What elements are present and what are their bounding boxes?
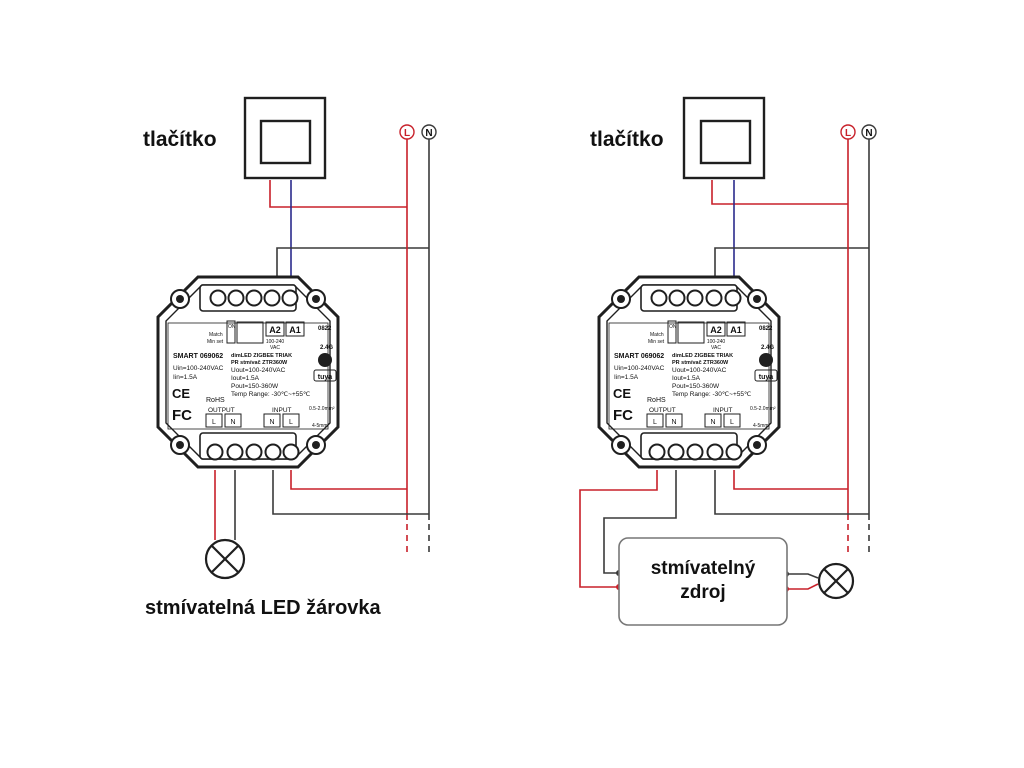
psu-label-line2: zdroj [680, 582, 725, 603]
left-live-marker: L [399, 124, 415, 140]
svg-text:Uout=100-240VAC: Uout=100-240VAC [672, 367, 727, 374]
right-lamp-wire-1 [786, 573, 819, 579]
svg-text:Pout=150-360W: Pout=150-360W [672, 383, 720, 390]
svg-text:INPUT: INPUT [713, 407, 733, 414]
left-bottom-terminals [206, 443, 300, 461]
svg-text:VAC: VAC [711, 345, 721, 351]
svg-text:tuya: tuya [318, 374, 333, 381]
svg-text:OUTPUT: OUTPUT [649, 407, 676, 414]
right-output-neutral-wire [603, 470, 677, 574]
svg-text:L: L [212, 419, 216, 426]
left-input-live-wire [290, 470, 407, 490]
right-bottom-terminals [648, 443, 743, 461]
svg-text:INPUT: INPUT [272, 407, 292, 414]
left-switch-live-wire [269, 180, 407, 208]
left-lamp-label: stmívatelná LED žárovka [145, 597, 382, 619]
svg-text:Iout=1.5A: Iout=1.5A [672, 375, 701, 382]
left-input-neutral-wire [272, 470, 429, 515]
svg-text:Match: Match [650, 332, 664, 338]
svg-text:CE: CE [172, 386, 190, 401]
svg-text:0.5-2.0mm²: 0.5-2.0mm² [309, 406, 335, 412]
svg-text:Pout=150-360W: Pout=150-360W [231, 383, 279, 390]
svg-text:Iout=1.5A: Iout=1.5A [231, 375, 260, 382]
left-button-label: tlačítko [143, 128, 217, 151]
svg-text:RoHS: RoHS [206, 397, 225, 404]
right-lamp-wire-2 [786, 583, 819, 590]
svg-text:PR stmívač ZTR360W: PR stmívač ZTR360W [672, 360, 729, 366]
svg-text:L: L [730, 419, 734, 426]
right-button-label: tlačítko [590, 128, 664, 151]
svg-text:L: L [404, 128, 410, 139]
svg-text:A1: A1 [730, 325, 742, 335]
svg-text:PR stmívač ZTR360W: PR stmívač ZTR360W [231, 360, 288, 366]
svg-text:N: N [710, 419, 715, 426]
svg-text:Uout=100-240VAC: Uout=100-240VAC [231, 367, 286, 374]
svg-text:L: L [289, 419, 293, 426]
svg-text:Min set: Min set [648, 339, 665, 345]
svg-text:OUTPUT: OUTPUT [208, 407, 235, 414]
svg-text:L: L [653, 419, 657, 426]
svg-text:SMART 069062: SMART 069062 [614, 353, 664, 360]
svg-text:0822: 0822 [318, 326, 332, 332]
left-diagram: L N tlačítko Match Min set [143, 96, 437, 619]
svg-text:4-5mm: 4-5mm [312, 423, 328, 429]
left-device-label: Match Min set ON A2 A1 100-240 VAC 0822 … [172, 320, 337, 429]
svg-text:Uin=100-240VAC: Uin=100-240VAC [173, 365, 224, 372]
left-neutral-top-wire [276, 247, 429, 285]
right-push-button [682, 96, 766, 180]
svg-text:2.4G: 2.4G [320, 345, 333, 351]
svg-text:Iin=1.5A: Iin=1.5A [614, 374, 639, 381]
right-input-neutral-wire [714, 470, 869, 515]
svg-text:FC: FC [613, 407, 633, 424]
svg-text:FC: FC [172, 407, 192, 424]
svg-text:N: N [671, 419, 676, 426]
svg-text:N: N [425, 128, 432, 139]
svg-text:CE: CE [613, 386, 631, 401]
svg-text:dimLED ZIGBEE TRIAK: dimLED ZIGBEE TRIAK [231, 353, 292, 359]
right-power-supply: stmívatelný zdroj [618, 537, 788, 626]
svg-text:N: N [230, 419, 235, 426]
right-lamp-symbol [817, 562, 855, 600]
psu-label-line1: stmívatelný [651, 558, 756, 579]
svg-text:100-240: 100-240 [707, 339, 726, 345]
svg-text:0822: 0822 [759, 326, 773, 332]
svg-text:RoHS: RoHS [647, 397, 666, 404]
svg-text:dimLED ZIGBEE TRIAK: dimLED ZIGBEE TRIAK [672, 353, 733, 359]
svg-text:Uin=100-240VAC: Uin=100-240VAC [614, 365, 665, 372]
svg-text:A2: A2 [269, 325, 281, 335]
svg-text:100-240: 100-240 [266, 339, 285, 345]
right-neutral-top-wire [714, 247, 869, 288]
svg-text:SMART 069062: SMART 069062 [173, 353, 223, 360]
svg-text:Temp Range: -30℃~+55℃: Temp Range: -30℃~+55℃ [231, 391, 311, 398]
svg-text:Iin=1.5A: Iin=1.5A [173, 374, 198, 381]
svg-text:0.5-2.0mm²: 0.5-2.0mm² [750, 406, 776, 412]
right-neutral-marker: N [861, 124, 877, 140]
right-live-marker: L [840, 124, 856, 140]
svg-text:tuya: tuya [759, 374, 774, 381]
right-top-terminals [650, 289, 742, 307]
left-push-button [243, 96, 327, 180]
right-device-label: Match Min set ON A2 A1 100-240 VAC 0822 … [613, 320, 778, 429]
right-switch-live-wire [711, 180, 848, 205]
svg-text:ON: ON [669, 324, 677, 330]
svg-text:Min set: Min set [207, 339, 224, 345]
svg-text:VAC: VAC [270, 345, 280, 351]
svg-text:A1: A1 [289, 325, 301, 335]
svg-text:2.4G: 2.4G [761, 345, 774, 351]
svg-text:Temp Range: -30℃~+55℃: Temp Range: -30℃~+55℃ [672, 391, 752, 398]
left-top-terminals [209, 289, 299, 307]
svg-text:4-5mm: 4-5mm [753, 423, 769, 429]
svg-text:Match: Match [209, 332, 223, 338]
right-diagram: L N tlačítko Match Min set [579, 96, 877, 626]
svg-text:N: N [269, 419, 274, 426]
svg-text:ON: ON [228, 324, 236, 330]
svg-text:A2: A2 [710, 325, 722, 335]
svg-text:N: N [865, 128, 872, 139]
right-input-live-wire [733, 470, 848, 490]
left-neutral-marker: N [421, 124, 437, 140]
svg-text:L: L [845, 128, 851, 139]
right-output-live-wire [579, 470, 658, 588]
left-lamp-symbol [204, 538, 246, 580]
